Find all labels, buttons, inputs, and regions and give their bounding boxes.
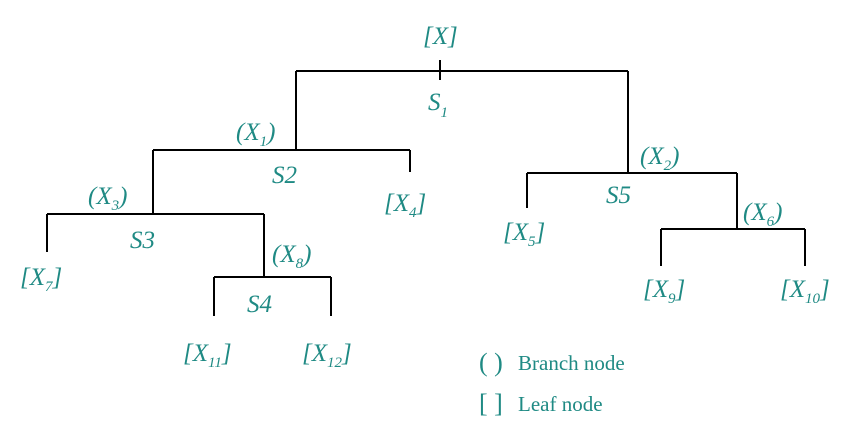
split-s1: S1	[428, 89, 448, 121]
split-s5: S5	[606, 182, 631, 209]
legend: ( ) Branch node [ ] Leaf node	[479, 348, 625, 418]
node-x3: (X3)	[88, 183, 127, 214]
legend-leaf-label: Leaf node	[518, 392, 603, 416]
node-x8: (X8)	[272, 241, 311, 272]
node-x4: [X4]	[384, 190, 426, 221]
split-s2: S2	[272, 162, 297, 189]
node-labels: [X] (X1) (X2) (X3) [X4] [X5] (X6) [X7] (…	[20, 23, 830, 371]
node-x11: [X11]	[183, 340, 232, 371]
node-x9: [X9]	[643, 276, 685, 307]
node-x5: [X5]	[503, 219, 545, 250]
legend-branch-label: Branch node	[518, 351, 625, 375]
node-x12: [X12]	[302, 340, 352, 371]
node-x6: (X6)	[743, 199, 782, 230]
legend-branch-symbol: ( )	[479, 348, 503, 377]
split-s3: S3	[130, 227, 155, 254]
legend-leaf-symbol: [ ]	[479, 389, 503, 418]
node-x1: (X1)	[236, 119, 275, 150]
split-s4: S4	[247, 291, 272, 318]
tree-edges	[46, 60, 806, 316]
node-x7: [X7]	[20, 264, 62, 295]
node-x10: [X10]	[780, 276, 830, 307]
split-labels: S1 S2 S3 S4 S5	[130, 89, 631, 318]
node-root: [X]	[423, 23, 458, 50]
node-x2: (X2)	[640, 143, 679, 174]
